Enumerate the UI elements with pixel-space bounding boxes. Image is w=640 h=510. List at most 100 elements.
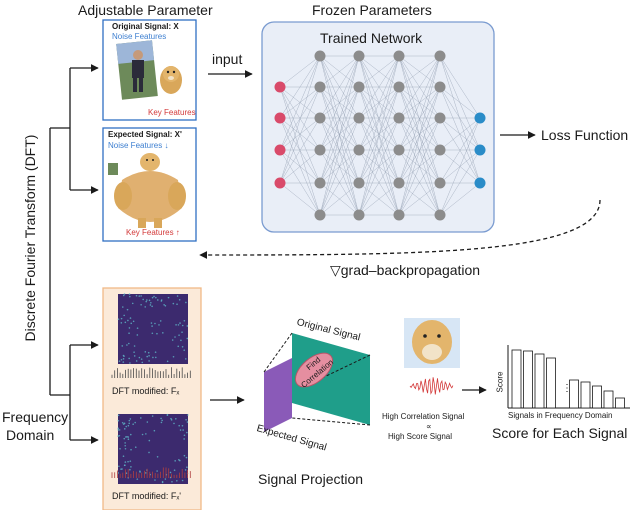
spectrum-dot [179, 459, 181, 462]
hidden-node [434, 209, 446, 221]
network-edge [358, 55, 400, 216]
score-caption: Score for Each Signal [492, 425, 628, 441]
spectrum-dot [144, 351, 147, 353]
backprop-curve [199, 199, 601, 259]
swole-doge [114, 153, 186, 228]
network-edge [319, 117, 360, 151]
spectrum-dot [151, 305, 153, 308]
network-edge [439, 182, 481, 216]
projection-dash-1 [263, 332, 293, 373]
network-edge [439, 86, 481, 151]
spectrum-dot [124, 442, 126, 444]
spectrum-dot [174, 336, 176, 338]
dft-bottom-caption: DFT modified: Fₓ' [112, 491, 182, 501]
hidden-node [314, 50, 326, 62]
spectrum-dot [130, 322, 133, 325]
spectrum-dot [140, 295, 142, 297]
spectrum-dot [134, 421, 136, 424]
spectrum-dot [123, 293, 126, 295]
spectrum-dot [124, 321, 127, 324]
network-edge [398, 86, 441, 216]
network-edge [398, 55, 441, 184]
spectrum-dot [142, 298, 144, 301]
hidden-node [393, 112, 405, 124]
network-edge [439, 149, 481, 216]
spectrum-dot [140, 303, 142, 306]
spectrum-dot [121, 306, 124, 308]
spectrum-dot [172, 355, 175, 358]
spectrum-dot [123, 314, 125, 317]
score-bar [592, 385, 602, 409]
spectrum-dot [175, 324, 177, 326]
spectrum-dot [139, 417, 142, 419]
network-edge [319, 55, 360, 119]
spectrum-dot [127, 319, 129, 322]
spectrum-dot [181, 331, 183, 333]
spectrum-dot [117, 419, 120, 422]
network-edge [398, 55, 441, 119]
input-label: input [212, 51, 243, 67]
spectrum-dot [124, 461, 127, 463]
network-edge [279, 55, 321, 88]
spectrum-dot [135, 294, 138, 297]
output-node [474, 177, 486, 189]
spectrum-dot [164, 478, 167, 480]
network-edge [319, 86, 360, 151]
spectrum-dot [181, 424, 184, 427]
spectrum-dot [128, 332, 130, 335]
hidden-node [393, 50, 405, 62]
domain-label: Domain [6, 427, 55, 443]
spectrum-dot [186, 421, 189, 423]
loss-function-label: Loss Function [541, 127, 629, 143]
spectrum-dot [123, 437, 126, 440]
spectrum-dot [156, 299, 159, 301]
network-edge [439, 117, 481, 184]
spectrum-dot [151, 296, 154, 299]
spectrum-dot [130, 448, 132, 451]
network-edge [398, 55, 441, 151]
adjustable-heading: Adjustable Parameter [78, 2, 213, 18]
projection-dash-2 [321, 354, 371, 379]
spectrum-dot [120, 322, 123, 324]
spectrum-dot [178, 424, 181, 427]
spectrum-dot [123, 355, 125, 357]
spectrum-dot [181, 479, 184, 482]
score-bar [615, 397, 625, 409]
spectrum-dot [129, 418, 132, 420]
network-edge [319, 55, 360, 216]
spectrum-dot [149, 304, 152, 306]
projection-dash-3 [291, 417, 371, 426]
spectrum-dot [136, 327, 139, 329]
spectrum-dot [185, 301, 187, 304]
network-nodes [274, 50, 486, 221]
spectrum-dot [151, 415, 154, 417]
spectrum-dot [118, 360, 121, 362]
network-edge [319, 55, 360, 151]
spectrum-dot [123, 422, 126, 425]
score-bar [580, 381, 591, 409]
spectrum-dot [133, 355, 136, 357]
network-edge [279, 86, 321, 184]
spectrum-dot [117, 429, 120, 431]
spectrum-dot [144, 472, 147, 474]
network-edge [398, 55, 441, 88]
spectrum-dot [160, 300, 163, 302]
network-edge [319, 117, 360, 216]
spectrum-dot [171, 480, 173, 483]
output-node [474, 144, 486, 156]
signal-ticks [111, 367, 191, 478]
spectrum-dot [138, 356, 141, 359]
spectrum-dot [186, 337, 189, 340]
network-edge [279, 117, 321, 184]
score-bar [534, 353, 545, 409]
score-bar [546, 357, 556, 409]
frozen-heading: Frozen Parameters [312, 2, 432, 18]
spectrum-dot [152, 356, 154, 359]
spectrum-dot [128, 357, 130, 360]
output-node [474, 112, 486, 124]
tiny-photo-thumb [108, 163, 118, 175]
spectrum-dot [121, 345, 124, 347]
spectrum-dot [117, 414, 120, 417]
spectrum-dot [176, 295, 179, 297]
